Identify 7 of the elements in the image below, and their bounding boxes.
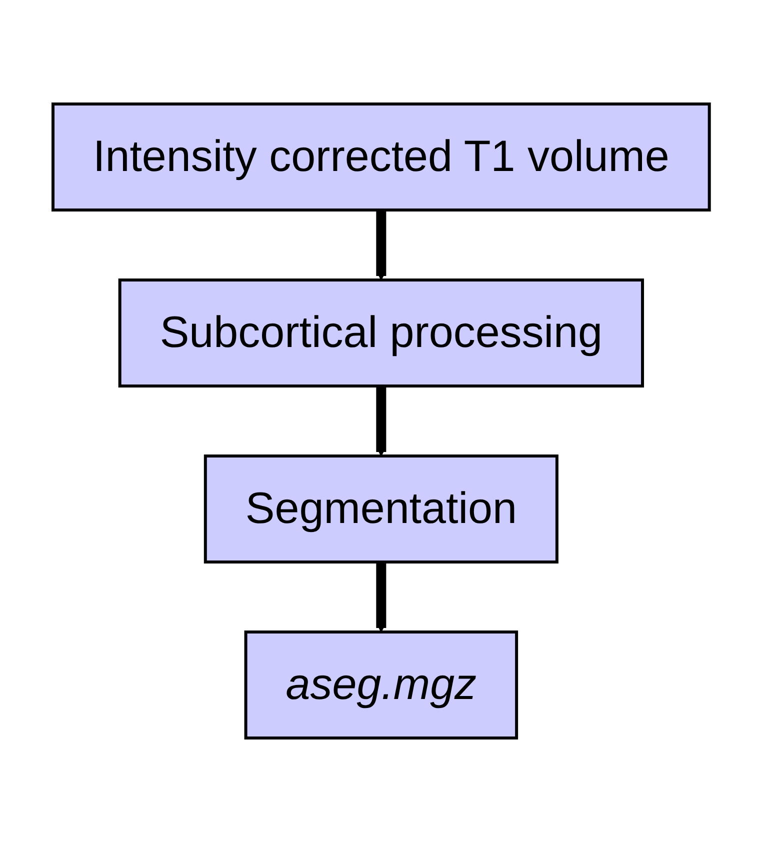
node-box: Segmentation (204, 454, 559, 564)
arrow (376, 562, 386, 632)
node-box: Intensity corrected T1 volume (52, 102, 712, 212)
arrow (376, 386, 386, 456)
node-box: aseg.mgz (244, 630, 518, 740)
arrow (376, 210, 386, 280)
node-box: Subcortical processing (118, 278, 644, 388)
